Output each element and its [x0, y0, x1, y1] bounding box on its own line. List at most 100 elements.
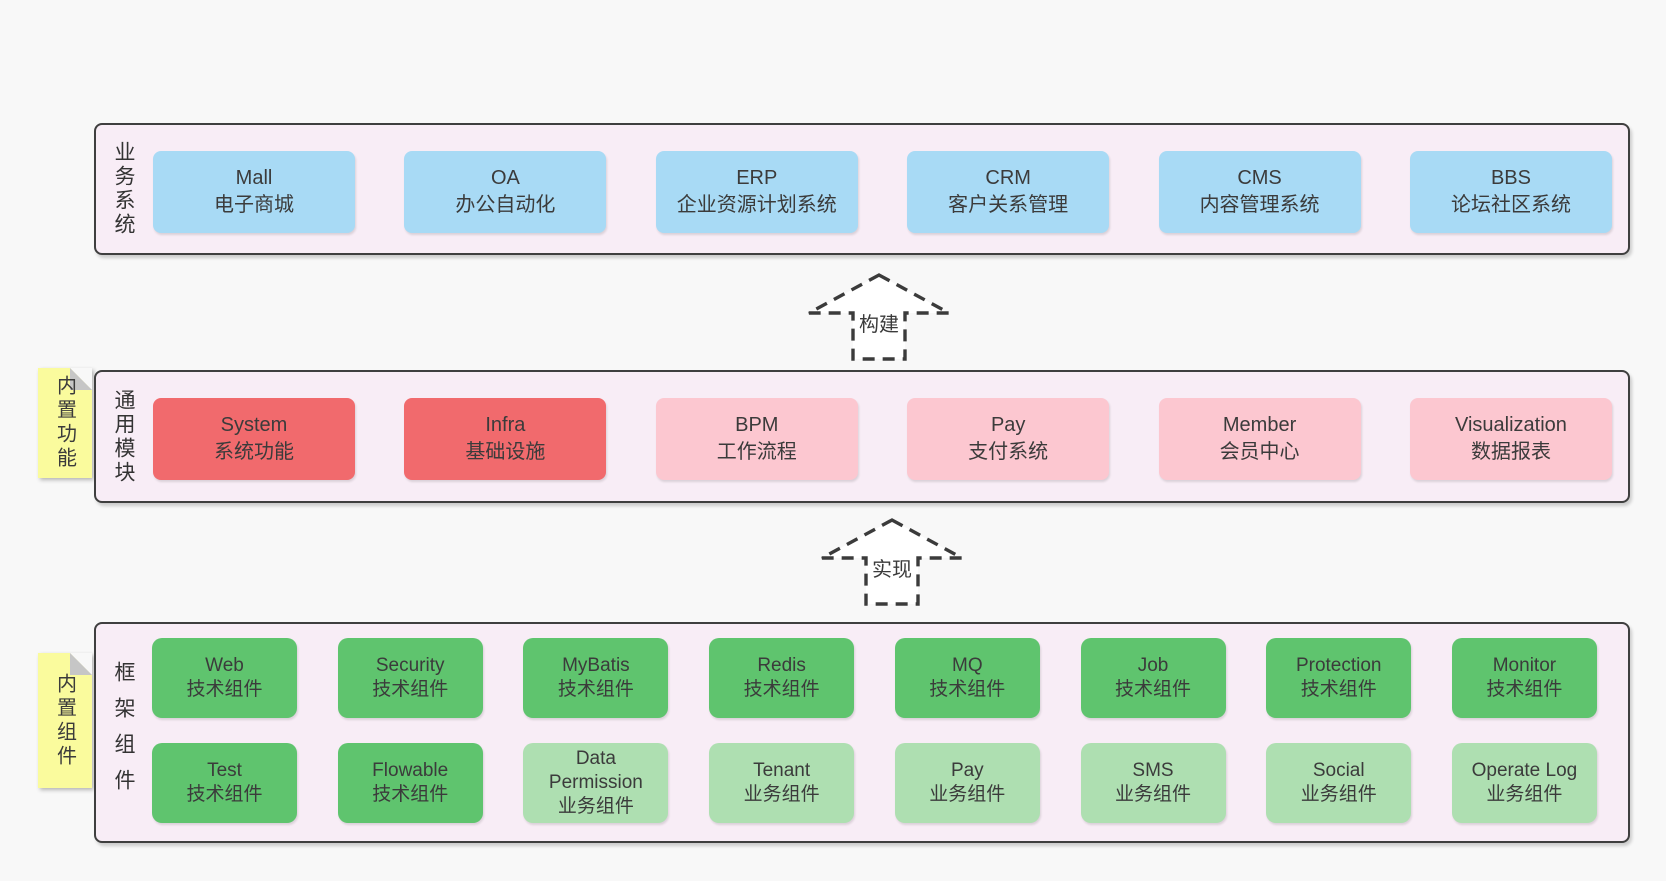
box-title: CRM	[985, 167, 1031, 189]
box-subtitle: 技术组件	[929, 679, 1006, 700]
box-subtitle: 技术组件	[1115, 679, 1192, 700]
box-title: ERP	[736, 167, 778, 189]
framework-box-row-1: Web 技术组件 Security 技术组件 MyBatis 技术组件 Redi…	[152, 638, 1597, 718]
sticky-note-built-in-features: 内置功能	[38, 368, 92, 478]
section-label-modules: 通用模块	[102, 372, 144, 501]
box-title: Web	[205, 655, 244, 676]
section-label-text: 框架组件	[112, 660, 135, 805]
box-title: SMS	[1132, 760, 1174, 781]
box-title: System	[220, 414, 288, 436]
box-mybatis: MyBatis 技术组件	[523, 638, 669, 718]
box-subtitle: 技术组件	[186, 784, 263, 805]
sticky-note-built-in-components: 内置组件	[38, 653, 92, 788]
box-protection: Protection 技术组件	[1266, 638, 1412, 718]
box-title: Pay	[990, 414, 1026, 436]
box-subtitle: 技术组件	[743, 679, 820, 700]
box-mall: Mall 电子商城	[153, 151, 355, 233]
box-subtitle: 支付系统	[968, 441, 1049, 463]
box-title: Social	[1312, 760, 1365, 781]
section-framework-components: 框架组件 Web 技术组件 Security 技术组件 MyBatis 技术组件…	[94, 622, 1630, 843]
box-title: Pay	[950, 760, 984, 781]
box-infra: Infra 基础设施	[404, 398, 607, 480]
box-data-permission: Data Permission 业务组件	[523, 743, 669, 823]
modules-box-row: System 系统功能 Infra 基础设施 BPM 工作流程 Pay 支付系统…	[153, 398, 1612, 480]
box-subtitle: 业务组件	[1300, 784, 1377, 805]
box-title: Member	[1222, 414, 1297, 436]
box-title: CMS	[1237, 167, 1282, 189]
box-flowable: Flowable 技术组件	[337, 743, 483, 823]
box-member: Member 会员中心	[1158, 398, 1361, 480]
box-subtitle: 办公自动化	[455, 194, 556, 216]
box-subtitle: 客户关系管理	[948, 194, 1069, 216]
box-subtitle: 企业资源计划系统	[676, 194, 837, 216]
box-subtitle: 基础设施	[465, 441, 546, 463]
box-sms: SMS 业务组件	[1080, 743, 1226, 823]
box-security: Security 技术组件	[337, 638, 483, 718]
section-business-systems: 业务系统 Mall 电子商城 OA 办公自动化 ERP 企业资源计划系统 CRM…	[94, 123, 1630, 255]
box-mq: MQ 技术组件	[894, 638, 1040, 718]
box-subtitle: 技术组件	[186, 679, 263, 700]
box-subtitle: 业务组件	[743, 784, 820, 805]
box-subtitle: 业务组件	[557, 796, 634, 817]
box-title: Infra	[485, 414, 526, 436]
box-visualization: Visualization 数据报表	[1409, 398, 1612, 480]
box-title: Monitor	[1492, 655, 1557, 676]
box-cms: CMS 内容管理系统	[1158, 151, 1361, 233]
box-title: Security	[375, 655, 445, 676]
box-title: BPM	[735, 414, 779, 436]
framework-box-row-2: Test 技术组件 Flowable 技术组件 Data Permission …	[152, 743, 1597, 823]
box-job: Job 技术组件	[1080, 638, 1226, 718]
box-redis: Redis 技术组件	[709, 638, 855, 718]
box-subtitle: 电子商城	[214, 194, 294, 216]
sticky-note-text: 内置组件	[53, 672, 76, 769]
box-crm: CRM 客户关系管理	[907, 151, 1110, 233]
section-label-text: 业务系统	[112, 141, 135, 237]
business-box-row: Mall 电子商城 OA 办公自动化 ERP 企业资源计划系统 CRM 客户关系…	[153, 151, 1612, 233]
box-subtitle: 工作流程	[716, 441, 797, 463]
box-title: Data Permission	[548, 748, 643, 793]
box-subtitle: 业务组件	[929, 784, 1006, 805]
box-title: Operate Log	[1471, 760, 1578, 781]
box-subtitle: 技术组件	[1486, 679, 1563, 700]
section-label-business: 业务系统	[102, 125, 144, 253]
box-operate-log: Operate Log 业务组件	[1451, 743, 1597, 823]
box-bpm: BPM 工作流程	[655, 398, 858, 480]
box-subtitle: 技术组件	[372, 784, 449, 805]
dashed-up-arrow-icon: 构建	[808, 273, 950, 361]
box-system: System 系统功能	[153, 398, 355, 480]
arrow-up-implement: 实现	[819, 517, 965, 607]
box-title: Mall	[235, 167, 273, 189]
box-title: Test	[207, 760, 242, 781]
box-title: MyBatis	[562, 655, 630, 676]
dashed-up-arrow-icon: 实现	[821, 518, 963, 606]
box-subtitle: 业务组件	[1486, 784, 1563, 805]
box-subtitle: 技术组件	[372, 679, 449, 700]
box-tenant: Tenant 业务组件	[709, 743, 855, 823]
box-title: Protection	[1295, 655, 1382, 676]
box-bbs: BBS 论坛社区系统	[1409, 151, 1612, 233]
box-title: Redis	[757, 655, 806, 676]
box-title: BBS	[1490, 167, 1531, 189]
sticky-note-text: 内置功能	[53, 375, 76, 471]
box-subtitle: 会员中心	[1219, 441, 1300, 463]
box-subtitle: 系统功能	[214, 441, 294, 463]
box-title: Job	[1137, 655, 1169, 676]
arrow-label-implement: 实现	[872, 558, 912, 581]
section-common-modules: 通用模块 System 系统功能 Infra 基础设施 BPM 工作流程 Pay…	[94, 370, 1630, 503]
arrow-up-build: 构建	[806, 272, 952, 362]
box-subtitle: 内容管理系统	[1199, 194, 1320, 216]
box-title: Tenant	[753, 760, 811, 781]
box-monitor: Monitor 技术组件	[1451, 638, 1597, 718]
box-subtitle: 技术组件	[557, 679, 634, 700]
box-title: OA	[490, 167, 520, 189]
box-social: Social 业务组件	[1266, 743, 1412, 823]
box-subtitle: 论坛社区系统	[1450, 194, 1571, 216]
box-pay-component: Pay 业务组件	[894, 743, 1040, 823]
box-oa: OA 办公自动化	[404, 151, 607, 233]
section-label-framework: 框架组件	[102, 624, 144, 841]
box-subtitle: 数据报表	[1470, 441, 1551, 463]
box-test: Test 技术组件	[152, 743, 297, 823]
box-subtitle: 业务组件	[1115, 784, 1192, 805]
box-erp: ERP 企业资源计划系统	[655, 151, 858, 233]
